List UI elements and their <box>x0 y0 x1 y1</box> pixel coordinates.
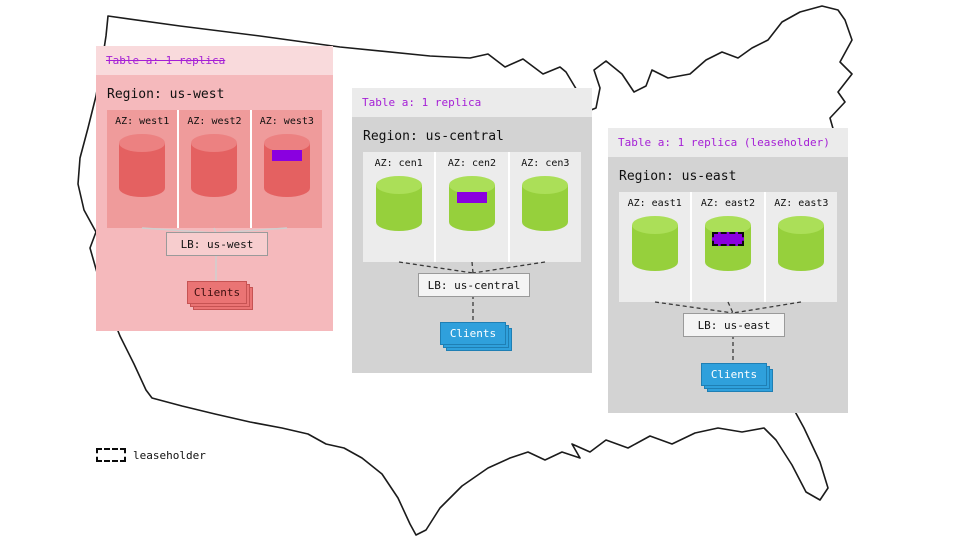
database-cylinder-west3 <box>263 134 310 197</box>
load-balancer-east: LB: us-east <box>683 313 785 337</box>
database-cylinder-cen2 <box>448 176 495 231</box>
region-us-east: Table a: 1 replica (leaseholder) Region:… <box>608 128 848 413</box>
clients-box-central: Clients <box>440 322 506 345</box>
az-container-east: AZ: east1 AZ: east2 AZ: east3 <box>619 192 837 302</box>
database-cylinder-east2 <box>704 216 751 271</box>
replica-marker <box>271 150 302 161</box>
table-label-bar-west: Table a: 1 replica <box>96 46 333 75</box>
az-column-cen1: AZ: cen1 <box>363 152 435 262</box>
table-label-bar-central: Table a: 1 replica <box>352 88 592 117</box>
region-us-west: Table a: 1 replica Region: us-west AZ: w… <box>96 46 333 331</box>
region-title-west: Region: us-west <box>107 87 225 102</box>
az-label-east2: AZ: east2 <box>700 198 756 209</box>
az-column-east1: AZ: east1 <box>619 192 691 302</box>
clients-box-west: Clients <box>187 281 247 304</box>
table-replica-label-central: Table a: 1 replica <box>362 96 482 109</box>
az-column-west2: AZ: west2 <box>179 110 250 228</box>
database-cylinder-east3 <box>778 216 825 271</box>
region-title-east: Region: us-east <box>619 169 737 184</box>
table-label-bar-east: Table a: 1 replica (leaseholder) <box>608 128 848 157</box>
az-label-cen3: AZ: cen3 <box>521 158 570 169</box>
az-label-east1: AZ: east1 <box>627 198 682 209</box>
az-column-cen2: AZ: cen2 <box>436 152 508 262</box>
az-column-east2: AZ: east2 <box>692 192 764 302</box>
az-column-east3: AZ: east3 <box>765 192 837 302</box>
load-balancer-west: LB: us-west <box>166 232 268 256</box>
az-label-west3: AZ: west3 <box>259 116 314 127</box>
az-label-cen2: AZ: cen2 <box>447 158 497 169</box>
legend-label: leaseholder <box>133 448 206 462</box>
az-label-east3: AZ: east3 <box>774 198 829 209</box>
az-container-central: AZ: cen1 AZ: cen2 AZ: cen3 <box>363 152 581 262</box>
table-replica-label-west: Table a: 1 replica <box>106 54 226 67</box>
az-column-west3: AZ: west3 <box>251 110 322 228</box>
database-cylinder-west1 <box>119 134 166 197</box>
region-title-central: Region: us-central <box>363 129 504 144</box>
legend: leaseholder <box>96 448 206 462</box>
leaseholder-marker <box>711 232 744 246</box>
az-column-west1: AZ: west1 <box>107 110 178 228</box>
load-balancer-central: LB: us-central <box>418 273 530 297</box>
az-label-west1: AZ: west1 <box>115 116 170 127</box>
leaseholder-swatch-icon <box>96 448 126 462</box>
replica-marker <box>456 192 487 203</box>
database-cylinder-cen1 <box>375 176 422 231</box>
database-cylinder-west2 <box>191 134 238 197</box>
database-cylinder-east1 <box>631 216 678 271</box>
clients-box-east: Clients <box>701 363 767 386</box>
table-replica-label-east: Table a: 1 replica (leaseholder) <box>618 136 830 149</box>
database-cylinder-cen3 <box>522 176 569 231</box>
region-us-central: Table a: 1 replica Region: us-central AZ… <box>352 88 592 373</box>
az-column-cen3: AZ: cen3 <box>509 152 581 262</box>
az-label-cen1: AZ: cen1 <box>374 158 423 169</box>
az-container-west: AZ: west1 AZ: west2 AZ: west3 <box>107 110 322 228</box>
az-label-west2: AZ: west2 <box>187 116 242 127</box>
